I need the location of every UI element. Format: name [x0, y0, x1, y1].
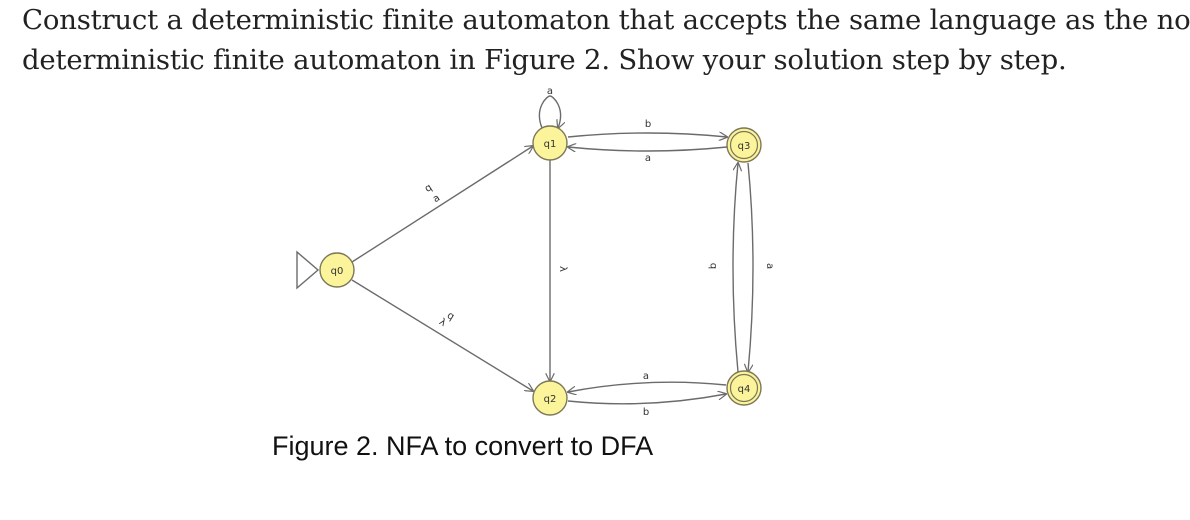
edge-q3-q1 [568, 147, 728, 151]
edge-label-q1-loop: a [547, 86, 553, 97]
state-q4-accepting-ring [729, 373, 759, 403]
edge-q0-q1 [351, 146, 533, 263]
edge-q1-q1-loop [538, 95, 560, 128]
question-line-2: deterministic finite automaton in Figure… [22, 44, 1067, 76]
edge-label-q0-q2-lambda: λ [437, 317, 448, 330]
state-q3-accepting-ring [729, 130, 759, 160]
edge-label-q0-q1-a: a [431, 193, 442, 206]
question-text: Construct a deterministic finite automat… [22, 0, 1190, 80]
edge-label-q2-q4: b [643, 407, 649, 418]
edge-q0-q2 [351, 279, 533, 391]
edge-q4-q2 [568, 381, 727, 392]
edge-q4-q3 [732, 163, 738, 373]
state-q0 [319, 252, 355, 288]
figure-caption: Figure 2. NFA to convert to DFA [272, 431, 654, 461]
edge-q3-q4 [748, 162, 754, 372]
state-label-q0: q0 [331, 266, 344, 277]
state-label-q4: q4 [738, 384, 751, 395]
edge-q1-q3 [567, 133, 727, 137]
edge-label-q3-q4: a [764, 263, 775, 269]
state-q2 [532, 380, 568, 416]
edge-q2-q4 [567, 394, 726, 405]
state-q3 [726, 127, 762, 163]
edge-label-q1-q3: b [645, 119, 651, 130]
start-state-marker [296, 250, 320, 290]
state-label-q3: q3 [738, 141, 751, 152]
edge-label-q4-q2: a [643, 371, 649, 382]
edge-label-q3-q1: a [645, 153, 651, 164]
state-q1 [532, 125, 568, 161]
state-q4 [726, 370, 762, 406]
state-label-q2: q2 [544, 394, 557, 405]
state-label-q1: q1 [544, 139, 557, 150]
edge-label-q0-q2-b: b [445, 310, 456, 323]
question-line-1: Construct a deterministic finite automat… [22, 4, 1190, 36]
edge-label-q0-q1-b: b [423, 182, 434, 195]
edge-label-q4-q3: b [708, 263, 719, 269]
edge-label-q1-q2: λ [557, 266, 568, 272]
